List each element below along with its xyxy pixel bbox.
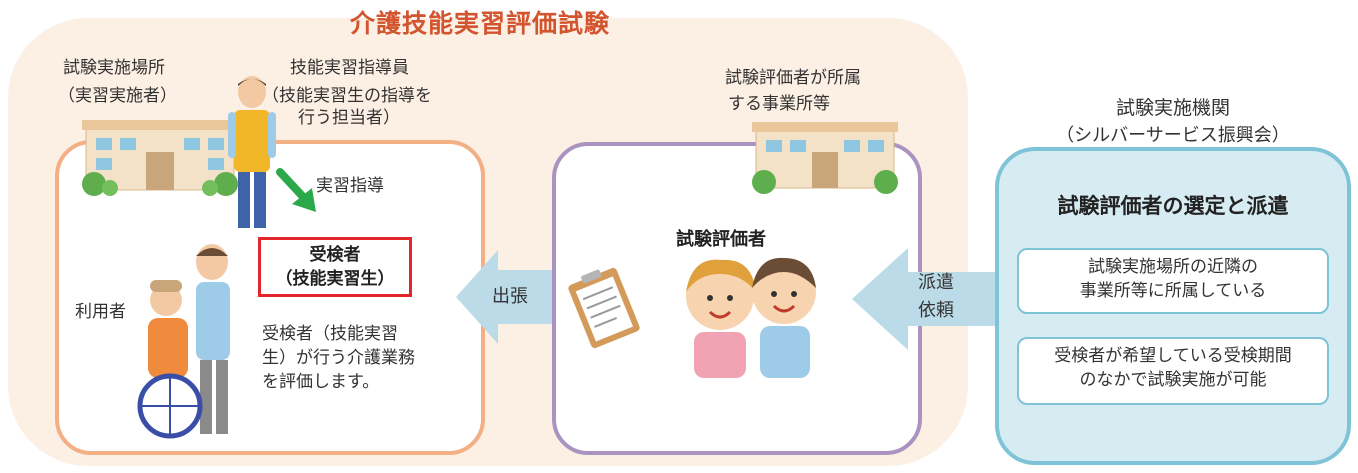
- clipboard-icon: [568, 267, 640, 349]
- examinee-box: 受検者 （技能実習生）: [258, 237, 412, 297]
- facility-building-icon: [82, 120, 238, 196]
- instructor-label-line2: （技能実習生の指導を: [262, 86, 432, 106]
- evaluators-figure-icon: [686, 257, 816, 378]
- site-label-line2: （実習実施者）: [58, 86, 177, 106]
- evaluator-label: 試験評価者: [676, 229, 766, 250]
- agency-box-title: 試験評価者の選定と派遣: [1057, 194, 1289, 218]
- diagram-title: 介護技能実習評価試験: [349, 9, 610, 38]
- wheelchair-user-icon: [137, 244, 230, 439]
- site-box: [55, 140, 485, 455]
- agency-name-line1: 試験実施機関: [1115, 97, 1230, 119]
- site-label-line1: 試験実施場所: [63, 58, 165, 78]
- desc-line1: 受検者（技能実習: [262, 324, 398, 344]
- instructor-label-line3: 行う担当者）: [298, 108, 400, 128]
- office-label-line2: する事業所等: [728, 94, 830, 114]
- request-arrow-icon: [852, 248, 998, 350]
- request-label-line1: 派遣: [918, 272, 954, 293]
- guidance-label: 実習指導: [316, 176, 384, 196]
- instructor-figure-icon: [228, 76, 276, 228]
- office-label-line1: 試験評価者が所属: [725, 68, 861, 88]
- condition-nearby-line1: 試験実施場所の近隣の: [1088, 257, 1258, 277]
- dispatch-arrow-icon: [456, 250, 554, 344]
- examinee-line1: 受検者: [309, 245, 361, 265]
- condition-schedule: 受検者が希望している受検期間 のなかで試験実施が可能: [1017, 337, 1329, 405]
- agency-name-line2: （シルバーサービス振興会）: [1056, 125, 1290, 146]
- dispatch-arrow-label: 出張: [492, 286, 528, 307]
- condition-nearby-line2: 事業所等に所属している: [1079, 281, 1267, 301]
- office-building-icon: [752, 122, 898, 194]
- request-label-line2: 依頼: [918, 300, 954, 321]
- condition-schedule-line1: 受検者が希望している受検期間: [1054, 346, 1292, 366]
- user-label: 利用者: [75, 302, 126, 322]
- desc-line2: 生）が行う介護業務: [262, 348, 415, 368]
- examinee-line2: （技能実習生）: [275, 269, 395, 289]
- desc-line3: を評価します。: [262, 372, 380, 392]
- guidance-arrow-icon: [276, 168, 316, 212]
- instructor-label-line1: 技能実習指導員: [290, 58, 409, 78]
- condition-nearby: 試験実施場所の近隣の 事業所等に所属している: [1017, 248, 1329, 314]
- condition-schedule-line2: のなかで試験実施が可能: [1079, 370, 1267, 390]
